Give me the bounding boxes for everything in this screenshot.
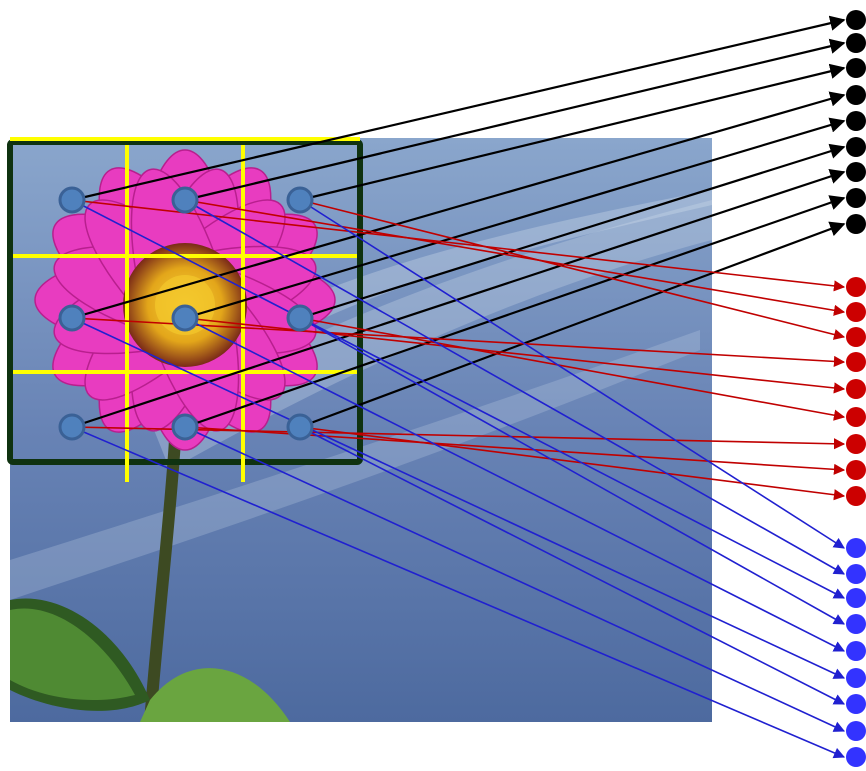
group_2-target-node-8 (846, 460, 866, 480)
group_1-target-node-9 (846, 214, 866, 234)
group_3-arrow-7 (299, 426, 845, 705)
group_3-arrow-8 (184, 426, 846, 732)
target-nodes (846, 10, 866, 767)
source-node-6 (286, 304, 314, 332)
group_1-target-node-2 (846, 33, 866, 53)
source-node-8 (171, 413, 199, 441)
group_3-target-node-1 (846, 538, 866, 558)
group_1-target-node-5 (846, 111, 866, 131)
group_3-target-node-8 (846, 721, 866, 741)
source-node-4 (58, 304, 86, 332)
group_1-target-node-3 (846, 58, 866, 78)
source-node-3 (286, 186, 314, 214)
group_2-arrow-7 (71, 426, 846, 450)
group_3-arrow-2 (184, 199, 845, 575)
group_3-arrow-9 (71, 426, 846, 759)
group_2-target-node-7 (846, 434, 866, 454)
source-node-7 (58, 413, 86, 441)
patch-border (7, 139, 363, 465)
group_1-target-node-8 (846, 188, 866, 208)
group_3-arrow-1 (299, 199, 845, 549)
source-nodes (58, 186, 314, 441)
group_2-arrow-9 (299, 426, 846, 501)
group_2-arrow-1 (71, 199, 846, 292)
grid-lines (10, 137, 360, 482)
source-node-1 (58, 186, 86, 214)
group_2-target-node-9 (846, 486, 866, 506)
group_1-arrow-8 (184, 195, 846, 429)
group_2-target-node-5 (846, 379, 866, 399)
group_2-target-node-4 (846, 352, 866, 372)
group_1-arrow-2 (184, 38, 846, 202)
group_2-target-node-1 (846, 277, 866, 297)
arrow-layer (71, 15, 846, 759)
group_1-target-node-6 (846, 137, 866, 157)
group_2-target-node-6 (846, 407, 866, 427)
group_3-arrow-3 (71, 199, 845, 599)
group_1-target-node-4 (846, 85, 866, 105)
group_1-arrow-1 (71, 15, 846, 202)
group_2-target-node-2 (846, 302, 866, 322)
source-node-2 (171, 186, 199, 214)
group_3-target-node-9 (846, 747, 866, 767)
group_1-arrow-7 (71, 169, 846, 429)
group_2-arrow-6 (299, 317, 846, 421)
group_1-arrow-9 (299, 221, 846, 429)
group_3-target-node-5 (846, 641, 866, 661)
group_1-target-node-1 (846, 10, 866, 30)
group_2-arrow-3 (299, 199, 846, 340)
group_2-arrow-2 (184, 199, 846, 316)
source-node-5 (171, 304, 199, 332)
group_3-target-node-3 (846, 588, 866, 608)
group_3-arrow-5 (184, 317, 845, 652)
group_1-target-node-7 (846, 162, 866, 182)
source-node-9 (286, 413, 314, 441)
group_3-target-node-2 (846, 564, 866, 584)
group_3-arrow-4 (299, 317, 845, 625)
group_1-arrow-3 (299, 63, 846, 202)
group_3-target-node-4 (846, 614, 866, 634)
group_1-arrow-5 (184, 117, 846, 320)
group_1-arrow-4 (71, 91, 846, 320)
group_3-target-node-6 (846, 668, 866, 688)
group_1-arrow-6 (299, 143, 846, 320)
group_3-target-node-7 (846, 694, 866, 714)
group_3-arrow-6 (71, 317, 846, 679)
group_2-target-node-3 (846, 327, 866, 347)
